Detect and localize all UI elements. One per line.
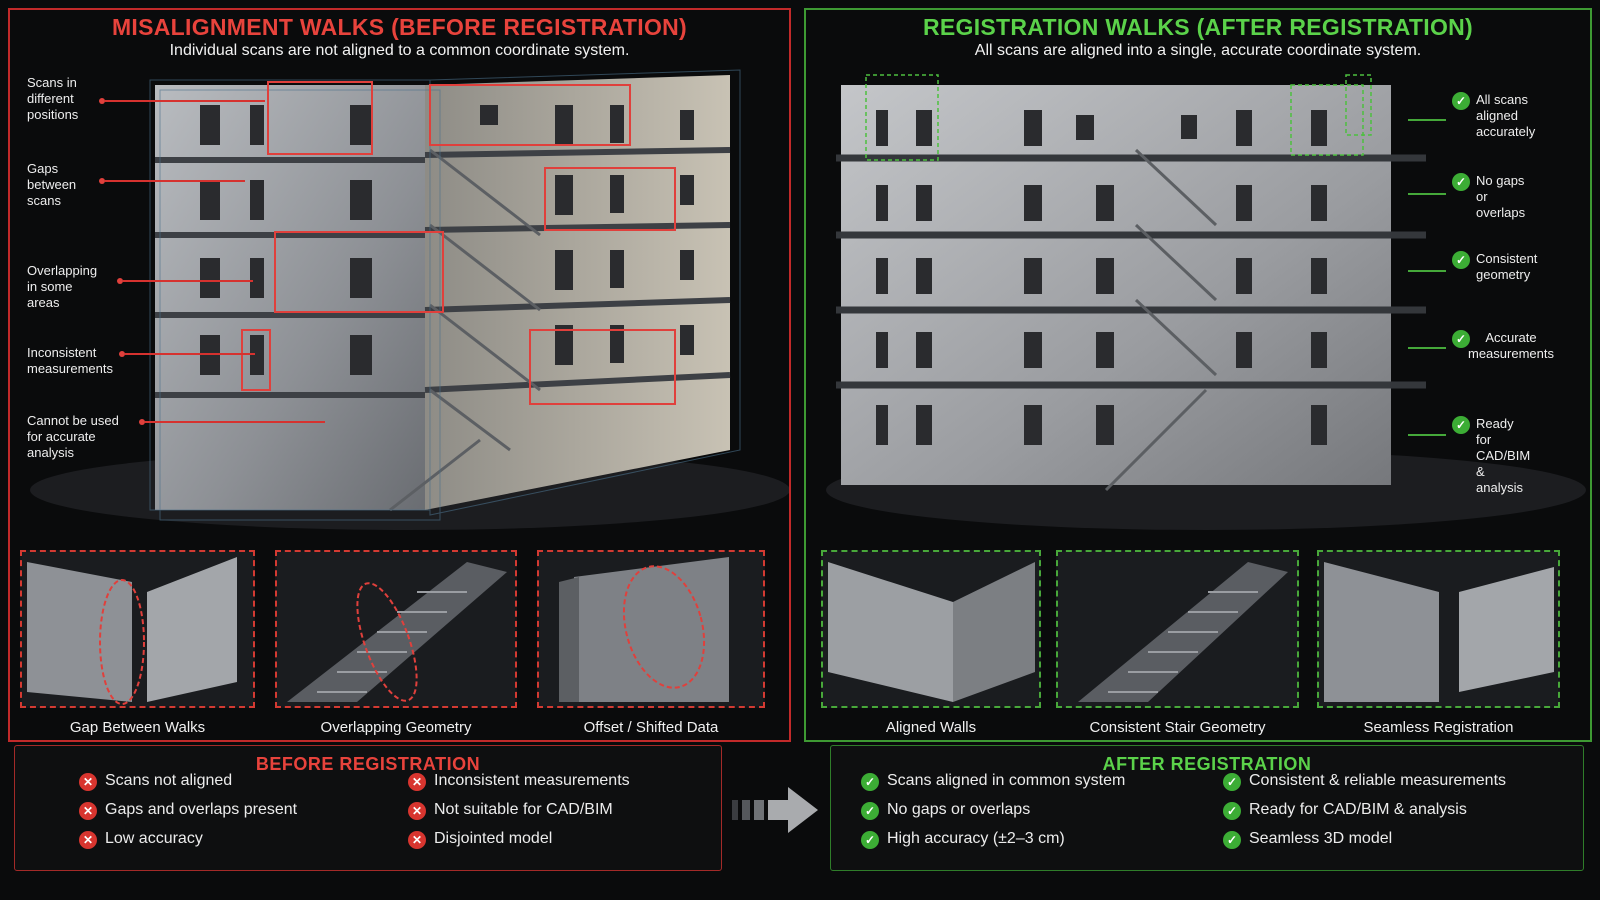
- check-circle-icon: ✓: [1452, 92, 1470, 110]
- before-callout-analysis-label: Cannot be used for accurate analysis: [27, 413, 119, 460]
- before-subtitle: Individual scans are not aligned to a co…: [169, 42, 630, 59]
- before-callout-analysis-dot: [139, 419, 145, 425]
- after-subtitle: All scans are aligned into a single, acc…: [974, 42, 1422, 59]
- after-panel: REGISTRATION WALKS (AFTER REGISTRATION) …: [804, 8, 1592, 742]
- before-thumb-gap: [20, 550, 255, 708]
- before-callout-measurements-dot: [119, 351, 125, 357]
- after-title: REGISTRATION WALKS (AFTER REGISTRATION): [922, 14, 1474, 40]
- after-thumb-seamless: [1317, 550, 1560, 708]
- before-callout-analysis: Cannot be used for accurate analysis: [27, 413, 325, 461]
- after-callout-measurements-line: [1408, 347, 1446, 349]
- before-facade: [149, 69, 741, 521]
- before-callout-gaps-dot: [99, 178, 105, 184]
- before-thumb-gap-caption: Gap Between Walks: [69, 719, 206, 736]
- before-callout-overlap-label: Overlapping in some areas: [27, 263, 98, 310]
- offset-wall-image: [539, 552, 763, 706]
- before-callout-measurements-line: [125, 353, 255, 355]
- after-callout-aligned-label: All scans aligned accurately: [1476, 92, 1536, 139]
- before-callout-gaps-line: [105, 180, 245, 182]
- after-thumb-stairs-caption: Consistent Stair Geometry: [1089, 719, 1266, 736]
- after-summary-item: Seamless 3D model: [1249, 830, 1393, 847]
- check-circle-icon: ✓: [1223, 831, 1241, 849]
- x-circle-icon: ✕: [79, 831, 97, 849]
- before-thumb-offset-caption: Offset / Shifted Data: [583, 719, 719, 736]
- before-panel: MISALIGNMENT WALKS (BEFORE REGISTRATION)…: [8, 8, 791, 742]
- after-summary-item: Ready for CAD/BIM & analysis: [1249, 801, 1467, 818]
- before-summary-item: Gaps and overlaps present: [105, 801, 298, 818]
- x-circle-icon: ✕: [408, 802, 426, 820]
- after-aligned-boxes: [865, 74, 1372, 161]
- before-thumb-overlap-caption: Overlapping Geometry: [320, 719, 472, 736]
- after-callout-cadbim-label: Ready for CAD/BIM & analysis: [1476, 416, 1531, 495]
- check-circle-icon: ✓: [1452, 330, 1470, 348]
- before-callout-measurements-label: Inconsistent measurements: [27, 345, 113, 376]
- after-thumb-stairs: [1056, 550, 1299, 708]
- before-thumb-offset: [537, 550, 765, 708]
- before-callout-overlap: Overlapping in some areas: [27, 263, 253, 311]
- before-callout-positions-line: [105, 100, 265, 102]
- gap-walls-image: [22, 552, 253, 706]
- after-callout-gaps-label: No gaps or overlaps: [1476, 173, 1526, 220]
- seamless-walls-image: [1319, 552, 1558, 706]
- before-summary-box: BEFORE REGISTRATION ✕ Scans not aligned …: [14, 745, 722, 871]
- after-building-image: [826, 74, 1586, 530]
- after-summary-item: Scans aligned in common system: [887, 772, 1126, 789]
- before-summary-item: Scans not aligned: [105, 772, 233, 789]
- before-summary-item: Not suitable for CAD/BIM: [434, 801, 613, 818]
- consistent-stairs-image: [1058, 552, 1297, 706]
- before-callout-overlap-line: [123, 280, 253, 282]
- check-circle-icon: ✓: [1452, 173, 1470, 191]
- after-summary-item: Consistent & reliable measurements: [1249, 772, 1507, 789]
- before-thumb-overlap: [275, 550, 517, 708]
- before-callout-positions-dot: [99, 98, 105, 104]
- before-callout-analysis-line: [145, 421, 325, 423]
- after-callout-aligned-line: [1408, 119, 1446, 121]
- x-circle-icon: ✕: [79, 773, 97, 791]
- before-misalign-boxes: [241, 81, 676, 405]
- after-facade: [836, 85, 1426, 492]
- after-callout-cadbim-line: [1408, 434, 1446, 436]
- before-summary-item: Inconsistent measurements: [434, 772, 630, 789]
- after-callout-measurements-label: Accurate measurements: [1468, 330, 1554, 361]
- before-building-image: [30, 69, 789, 530]
- before-title: MISALIGNMENT WALKS (BEFORE REGISTRATION): [111, 14, 688, 40]
- before-callout-measurements: Inconsistent measurements: [27, 345, 255, 377]
- check-circle-icon: ✓: [1452, 251, 1470, 269]
- after-summary-box: AFTER REGISTRATION ✓ Scans aligned in co…: [830, 745, 1584, 871]
- before-summary-title: BEFORE REGISTRATION: [255, 754, 481, 774]
- after-thumb-walls-caption: Aligned Walls: [885, 719, 977, 736]
- aligned-walls-image: [823, 552, 1039, 706]
- after-thumb-seamless-caption: Seamless Registration: [1363, 719, 1514, 736]
- check-circle-icon: ✓: [861, 831, 879, 849]
- overlap-stairs-image: [277, 552, 515, 706]
- check-circle-icon: ✓: [861, 802, 879, 820]
- check-circle-icon: ✓: [1223, 802, 1241, 820]
- after-callout-geometry-label: Consistent geometry: [1476, 251, 1538, 282]
- before-callout-positions: Scans in different positions: [27, 75, 265, 123]
- after-callout-gaps-line: [1408, 193, 1446, 195]
- check-circle-icon: ✓: [1452, 416, 1470, 434]
- x-circle-icon: ✕: [79, 802, 97, 820]
- before-callout-positions-label: Scans in different positions: [27, 75, 79, 122]
- before-summary-item: Disjointed model: [434, 830, 553, 847]
- check-circle-icon: ✓: [861, 773, 879, 791]
- check-circle-icon: ✓: [1223, 773, 1241, 791]
- after-thumb-walls: [821, 550, 1041, 708]
- x-circle-icon: ✕: [408, 831, 426, 849]
- before-summary-item: Low accuracy: [105, 830, 203, 847]
- after-callout-geometry-line: [1408, 270, 1446, 272]
- before-callout-gaps-label: Gaps between scans: [27, 161, 77, 208]
- before-callout-overlap-dot: [117, 278, 123, 284]
- x-circle-icon: ✕: [408, 773, 426, 791]
- after-summary-item: No gaps or overlaps: [887, 801, 1031, 818]
- before-callout-gaps: Gaps between scans: [27, 161, 245, 209]
- right-arrow-icon: [732, 787, 818, 833]
- after-summary-item: High accuracy (±2–3 cm): [887, 830, 1065, 847]
- after-summary-title: AFTER REGISTRATION: [1102, 754, 1312, 774]
